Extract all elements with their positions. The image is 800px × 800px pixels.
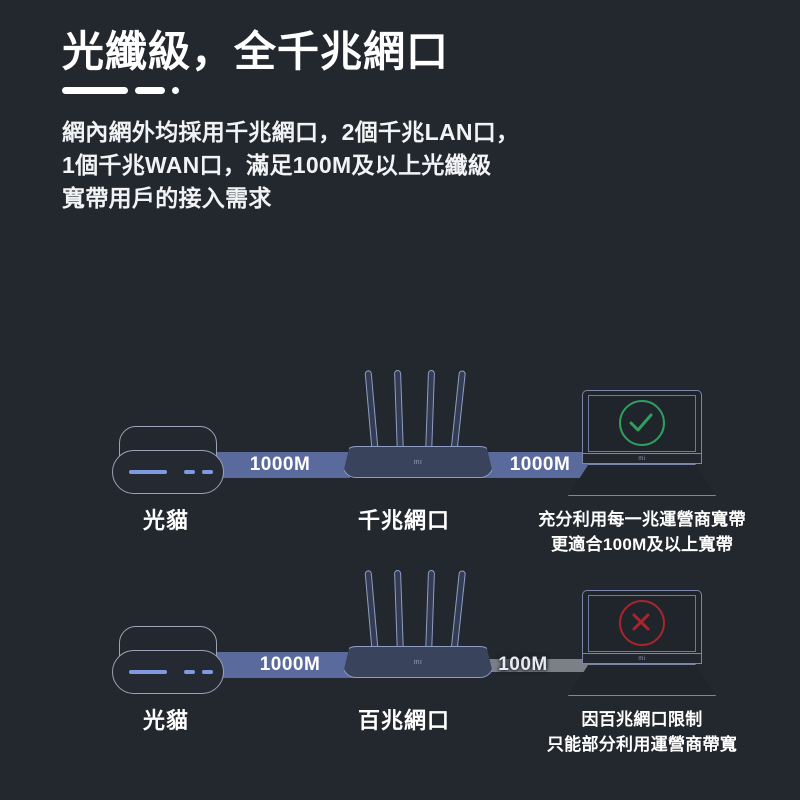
link-speed-label-modem-to-router-bottom: 1000M [259, 654, 321, 675]
x-circle-icon [619, 600, 665, 646]
link-band-router-to-laptop-top: 1000M [480, 452, 600, 478]
laptop-brand-logo: mi [638, 456, 646, 462]
laptop-screen-inner-border [588, 395, 696, 452]
device-label-router-bottom: 百兆網口 [358, 708, 451, 733]
modem-led-indicator-short-2 [202, 670, 213, 674]
page-subtitle: 網內網外均採用千兆網口，2個千兆LAN口， 1個千兆WAN口，滿足100M及以上… [62, 116, 742, 214]
modem-led-indicator-long [129, 470, 167, 474]
router-brand-logo: mi [413, 459, 423, 466]
device-modem-top [112, 426, 224, 494]
subtitle-line-3: 寬帶用戶的接入需求 [62, 184, 272, 211]
router-antenna-3 [425, 569, 435, 657]
device-laptop-bottom: mi [568, 590, 716, 696]
modem-led-indicator-short-1 [184, 470, 195, 474]
deco-bar-short [135, 86, 165, 94]
device-label-router-top: 千兆網口 [358, 508, 451, 533]
modem-led-indicator-short-2 [202, 470, 213, 474]
laptop-bezel: mi [582, 653, 702, 664]
caption-top-line-2: 更適合100M及以上寬帶 [550, 534, 734, 554]
caption-bottom: 因百兆網口限制 只能部分利用運營商帶寬 [520, 708, 764, 757]
router-antenna-1 [364, 370, 379, 457]
caption-top-line-1: 充分利用每一兆運營商寬帶 [538, 510, 746, 529]
subtitle-line-2: 1個千兆WAN口，滿足100M及以上光纖級 [62, 151, 492, 178]
device-modem-bottom [112, 626, 224, 694]
deco-dot [172, 86, 179, 94]
router-body [342, 446, 494, 478]
link-speed-label-router-to-laptop-bottom: 100M [498, 653, 548, 675]
laptop-base [568, 664, 716, 696]
diagram-row-gigabit: 1000M 1000M 光貓 mi 千兆網口 [0, 348, 800, 578]
router-antenna-1 [364, 570, 379, 657]
diagram-row-fast-ethernet: 1000M 100M 光貓 mi 百兆網口 [0, 548, 800, 778]
device-label-modem-bottom: 光貓 [143, 708, 190, 733]
link-speed-label-modem-to-router-top: 1000M [249, 454, 311, 475]
router-antenna-4 [450, 570, 466, 657]
page-title: 光纖級，全千兆網口 [62, 28, 450, 75]
caption-top: 充分利用每一兆運營商寬帶 更適合100M及以上寬帶 [520, 508, 764, 557]
router-antenna-2 [394, 369, 404, 457]
router-brand-logo: mi [413, 659, 423, 666]
check-circle-icon [619, 400, 665, 446]
caption-bottom-line-2: 只能部分利用運營商帶寬 [546, 734, 738, 754]
link-speed-label-router-to-laptop-top: 1000M [509, 454, 571, 475]
deco-bar-long [62, 86, 128, 94]
title-underline-decoration [62, 86, 742, 94]
device-laptop-top: mi [568, 390, 716, 496]
laptop-screen-inner-border [588, 595, 696, 652]
link-band-modem-to-router-top: 1000M [210, 452, 350, 478]
link-band-modem-to-router-bottom: 1000M [210, 652, 370, 678]
header: 光纖級，全千兆網口 網內網外均採用千兆網口，2個千兆LAN口， 1個千兆WAN口… [62, 28, 742, 214]
subtitle-line-1: 網內網外均採用千兆網口，2個千兆LAN口， [62, 119, 520, 146]
router-antenna-2 [394, 569, 404, 657]
modem-led-indicator-long [129, 670, 167, 674]
device-router-bottom: mi [342, 566, 494, 678]
device-label-modem-top: 光貓 [143, 508, 190, 533]
laptop-brand-logo: mi [638, 656, 646, 662]
router-antenna-4 [450, 370, 466, 457]
device-router-top: mi [342, 366, 494, 478]
modem-led-indicator-short-1 [184, 670, 195, 674]
laptop-base [568, 464, 716, 496]
router-antenna-3 [425, 369, 435, 457]
laptop-bezel: mi [582, 453, 702, 464]
caption-bottom-line-1: 因百兆網口限制 [581, 710, 703, 729]
